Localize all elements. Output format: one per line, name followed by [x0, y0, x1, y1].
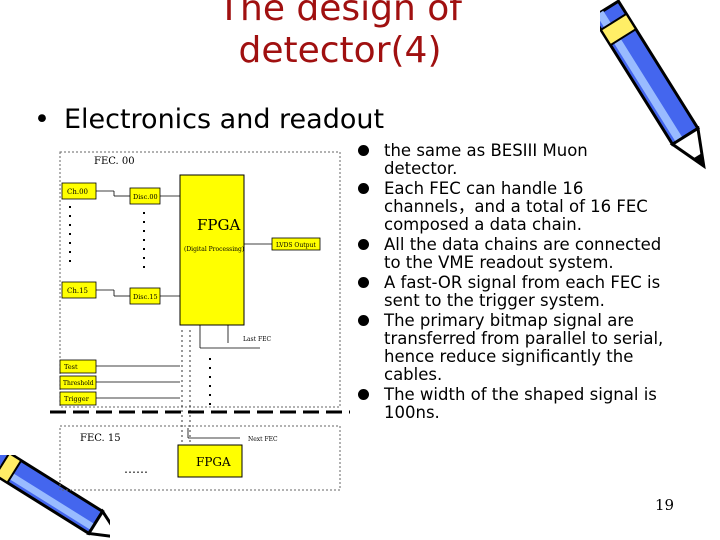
fpga-sub-label: (Digital Processing) — [184, 246, 244, 253]
subtitle-text: Electronics and readout — [63, 104, 385, 135]
bullet-item: The width of the shaped signal is 100ns. — [356, 386, 666, 422]
bullet-dot-icon — [358, 389, 369, 400]
fec00-frame — [59, 151, 341, 408]
bullet-dot-icon — [358, 239, 369, 250]
next-fec-label: Next FEC — [248, 436, 278, 443]
bullet-item: All the data chains are connected to the… — [356, 236, 666, 272]
bullet-dot-icon — [358, 277, 369, 288]
slide-title: The design of detector(4) — [180, 0, 500, 72]
trigger-box — [59, 391, 97, 406]
last-fec-label: Last FEC — [243, 336, 272, 343]
fpga-box — [179, 174, 245, 326]
ch15-label: Ch.15 — [67, 287, 88, 295]
bullet-list: the same as BESIII Muon detector. Each F… — [356, 142, 666, 424]
fec00-label: FEC. 00 — [94, 156, 135, 167]
test-box — [59, 359, 97, 374]
title-line-1: The design of — [218, 0, 462, 29]
bullet-dot-icon — [358, 145, 369, 156]
fec15-frame — [59, 425, 341, 491]
bullet-item: the same as BESIII Muon detector. — [356, 142, 666, 178]
bullet-item: Each FEC can handle 16 channels，and a to… — [356, 180, 666, 234]
fec15-ellipsis: …… — [124, 462, 148, 476]
threshold-label: Threshold — [63, 380, 94, 387]
subtitle: • Electronics and readout — [34, 102, 384, 138]
lvds-box — [271, 237, 321, 251]
lvds-label: LVDS Output — [276, 242, 316, 249]
bullet-item: A fast-OR signal from each FEC is sent t… — [356, 274, 666, 310]
title-line-2: detector(4) — [238, 30, 442, 71]
test-label: Test — [64, 363, 78, 371]
fpga2-label: FPGA — [196, 455, 231, 469]
disc15-label: Disc.15 — [133, 293, 158, 301]
page-number: 19 — [655, 496, 675, 514]
threshold-box — [59, 375, 97, 390]
trigger-label: Trigger — [64, 395, 90, 403]
bullet-dot-icon — [358, 315, 369, 326]
fpga-label: FPGA — [197, 216, 240, 234]
electronics-diagram: FEC. 00 Ch.00 Disc.00 Ch.15 Disc.15 FPGA… — [50, 151, 350, 491]
bullet-dot-icon — [358, 183, 369, 194]
subtitle-bullet: • — [34, 104, 50, 135]
bullet-item: The primary bitmap signal are transferre… — [356, 312, 666, 384]
pen-icon-bottom — [0, 455, 110, 540]
disc00-label: Disc.00 — [133, 193, 158, 201]
pen-icon — [600, 0, 706, 170]
fec15-label: FEC. 15 — [80, 433, 121, 444]
fpga2-box — [177, 444, 243, 478]
ch00-label: Ch.00 — [67, 188, 88, 196]
